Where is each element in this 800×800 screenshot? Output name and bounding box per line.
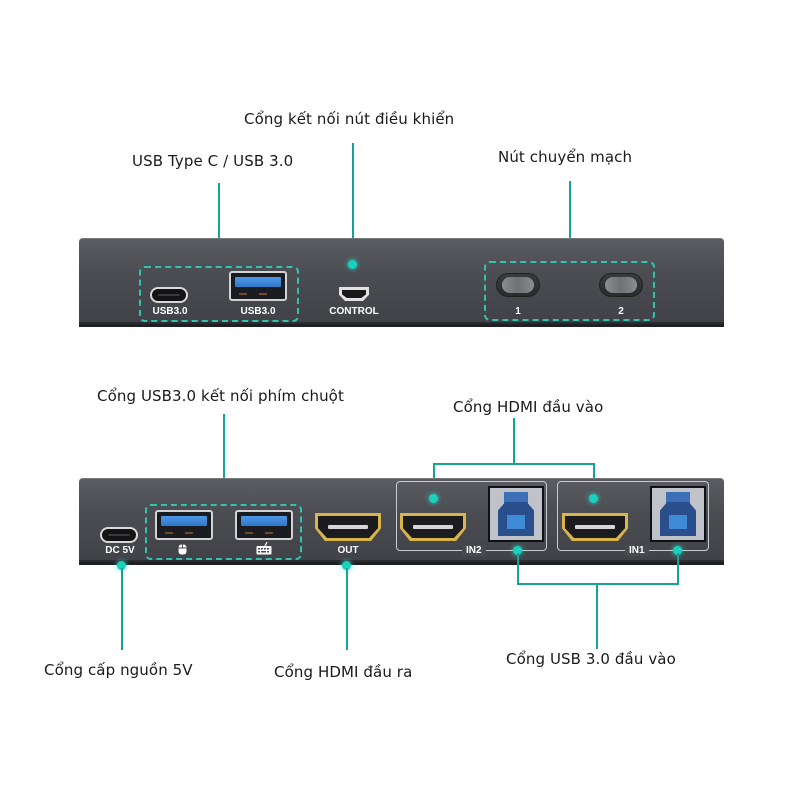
usb-a-mouse-port [155, 510, 213, 540]
hdmi-in2-port [400, 513, 466, 541]
hdmi-in1-port [562, 513, 628, 541]
usb-in1-dot [673, 546, 682, 555]
switch-button-2-label: 2 [618, 306, 624, 317]
dc-power-dot [117, 561, 126, 570]
hdmi-in2-dot [429, 494, 438, 503]
dc-label: DC 5V [105, 545, 135, 556]
callout-usb-type: USB Type C / USB 3.0 [132, 152, 294, 170]
switch-button-1-label: 1 [515, 306, 521, 317]
usb-c-label: USB3.0 [152, 306, 188, 317]
callout-usb-input: Cổng USB 3.0 đầu vào [506, 650, 676, 668]
callout-hdmi-output: Cổng HDMI đầu ra [274, 663, 413, 681]
usb-c-port [150, 287, 188, 303]
mini-usb-control-port [339, 287, 369, 301]
switch-button-1[interactable] [496, 273, 540, 297]
usb-ports-highlight [139, 266, 299, 322]
control-port-dot [348, 260, 357, 269]
in1-label: IN1 [625, 545, 649, 556]
callout-power: Cổng cấp nguồn 5V [44, 661, 193, 679]
dc-power-port [100, 527, 138, 543]
usb-a-keyboard-port [235, 510, 293, 540]
callout-switch-buttons: Nút chuyển mạch [498, 148, 633, 166]
mouse-icon [178, 544, 187, 557]
leader-line-switch [569, 181, 571, 261]
in2-label: IN2 [462, 545, 486, 556]
usb-in2-dot [513, 546, 522, 555]
leader-line-keyboard-mouse [223, 414, 225, 506]
leader-line-usb-in2 [517, 553, 519, 585]
out-label: OUT [337, 545, 359, 556]
leader-line-usb-type [218, 183, 220, 266]
leader-line-usb-in-stem [596, 583, 598, 649]
hdmi-in1-dot [589, 494, 598, 503]
leader-line-hdmi-in-bar [433, 463, 595, 465]
keyboard-icon [256, 541, 272, 557]
keyboard-mouse-highlight [145, 504, 302, 560]
control-label: CONTROL [329, 306, 379, 317]
usb-a-label: USB3.0 [240, 306, 276, 317]
usb-b-in2-port [488, 486, 544, 542]
leader-line-hdmi-in-stem [513, 418, 515, 464]
callout-control-port: Cổng kết nối nút điều khiển [244, 110, 455, 128]
leader-line-control [352, 143, 354, 261]
usb-a-port-front [229, 271, 287, 301]
switch-buttons-highlight [484, 261, 655, 321]
hdmi-out-dot [342, 561, 351, 570]
hdmi-out-port [315, 513, 381, 541]
leader-line-usb-in1 [677, 553, 679, 585]
leader-line-power [121, 568, 123, 650]
callout-hdmi-input: Cổng HDMI đầu vào [453, 398, 604, 416]
callout-keyboard-mouse-usb: Cổng USB3.0 kết nối phím chuột [97, 387, 344, 405]
leader-line-usb-in-bar [517, 583, 679, 585]
leader-line-hdmi-out [346, 568, 348, 650]
usb-b-in1-port [650, 486, 706, 542]
switch-button-2[interactable] [599, 273, 643, 297]
